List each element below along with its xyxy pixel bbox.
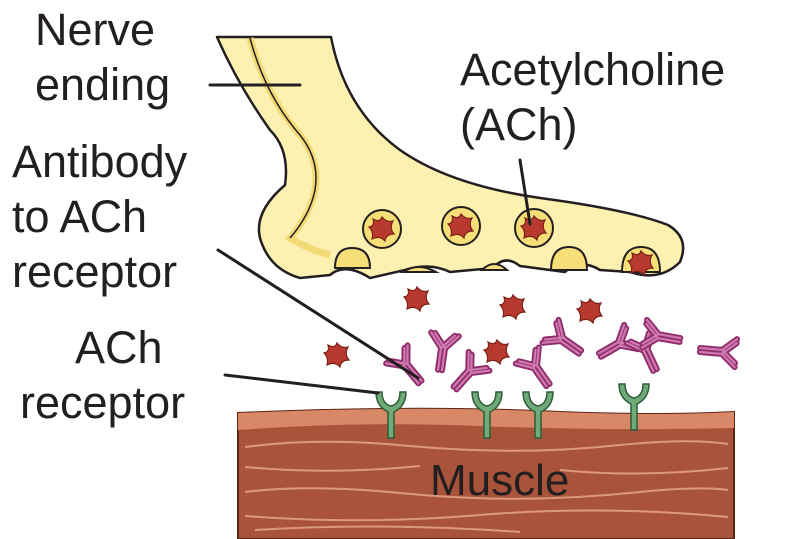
synaptic-vesicle-icon bbox=[622, 247, 660, 275]
ach-receptor-leader bbox=[225, 375, 378, 393]
antibodies bbox=[386, 320, 737, 397]
acetylcholine-label-line1: Acetylcholine bbox=[460, 44, 725, 95]
antibody-label-line2: to ACh bbox=[12, 191, 147, 242]
antibody-icon bbox=[699, 336, 737, 367]
synaptic-vesicle-icon bbox=[363, 210, 401, 248]
acetylcholine-label-line2: (ACh) bbox=[460, 99, 578, 150]
ach-receptor-label-line2: receptor bbox=[20, 377, 185, 428]
ach-molecule-icon bbox=[404, 287, 429, 311]
nerve-ending-label-line2: ending bbox=[35, 59, 170, 110]
antibody-icon bbox=[445, 352, 490, 397]
synaptic-vesicle-icon bbox=[551, 247, 587, 270]
ach-molecule-icon bbox=[577, 299, 602, 323]
synaptic-vesicle-icon bbox=[515, 209, 553, 247]
synaptic-vesicle-icon bbox=[442, 207, 480, 245]
nerve-ending-label-line1: Nerve bbox=[35, 4, 155, 55]
ach-molecule-icon bbox=[324, 343, 349, 367]
antibody-icon bbox=[426, 332, 459, 372]
ach-molecule-icon bbox=[500, 295, 525, 319]
synaptic-vesicle-icon bbox=[335, 248, 370, 268]
antibody-label-line1: Antibody bbox=[12, 136, 188, 187]
ach-receptor-label-line1: ACh bbox=[75, 322, 163, 373]
antibody-icon bbox=[542, 320, 588, 364]
ach-molecule-icon bbox=[484, 340, 509, 364]
antibody-label-line3: receptor bbox=[12, 246, 177, 297]
antibody-icon bbox=[386, 345, 431, 391]
antibody-icon bbox=[516, 347, 560, 393]
muscle-label: Muscle bbox=[430, 456, 569, 505]
